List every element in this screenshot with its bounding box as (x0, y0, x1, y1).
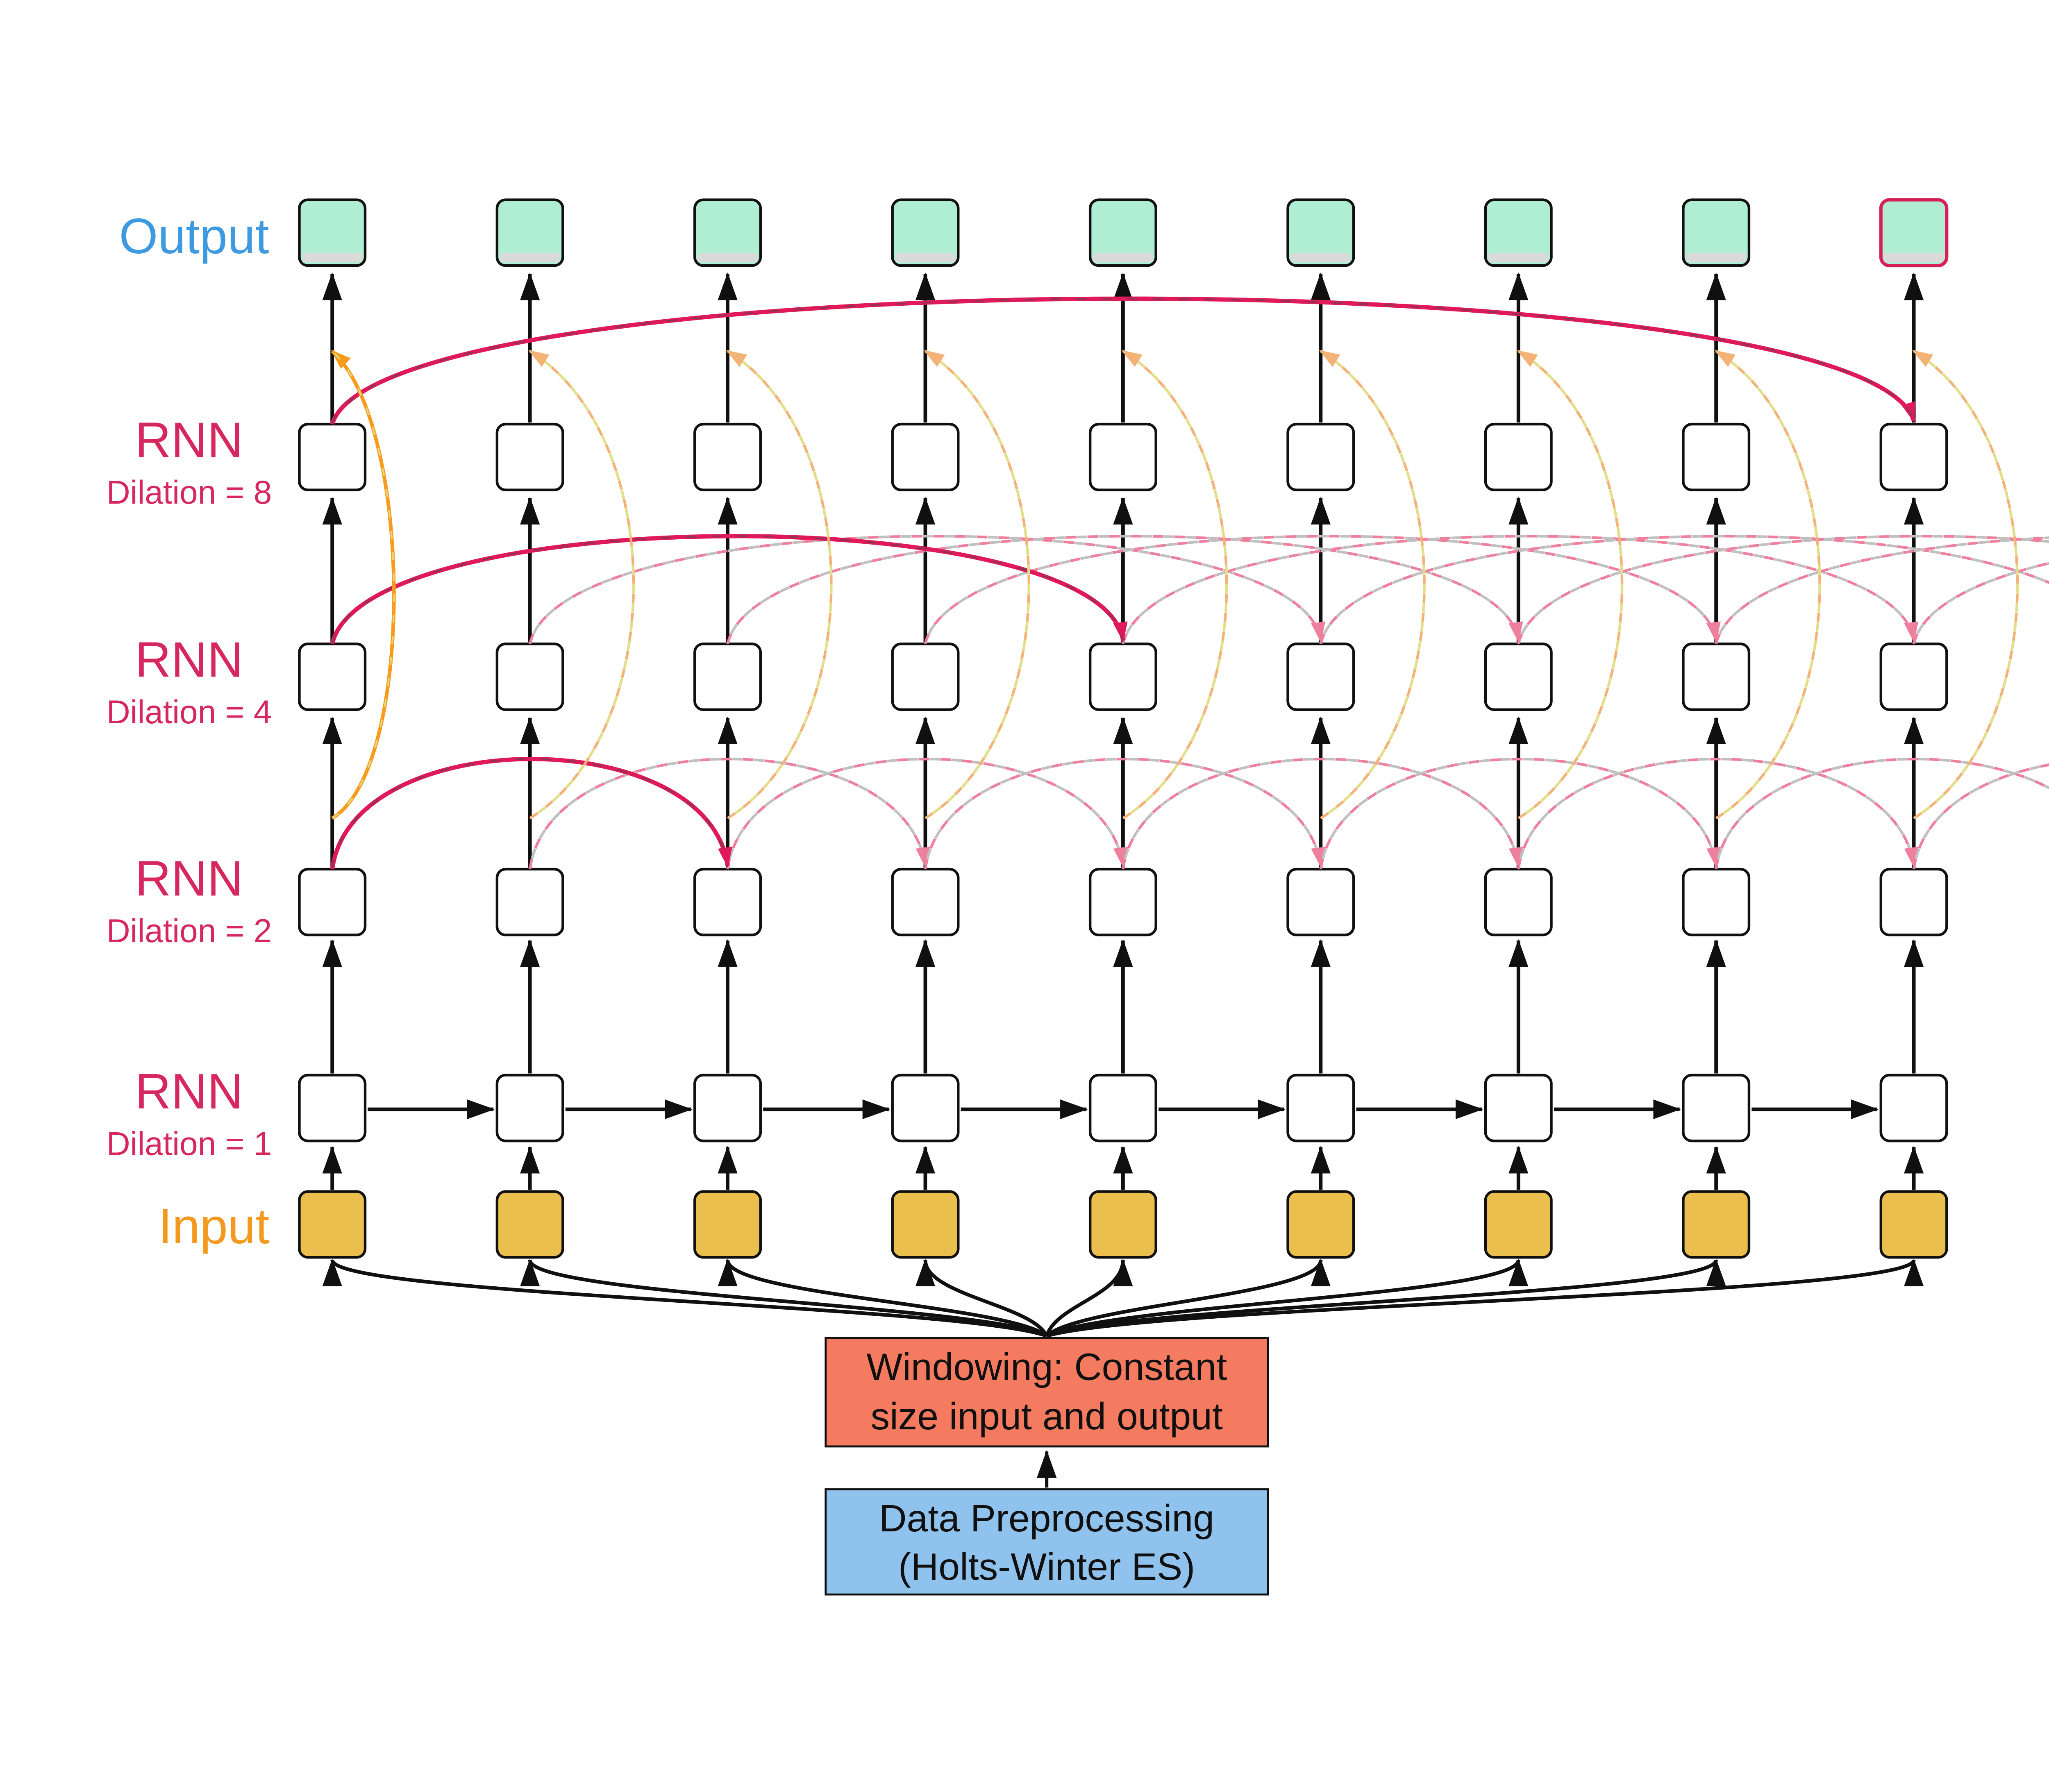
preprocessing-box-line1: Data Preprocessing (879, 1497, 1214, 1540)
skip-connections (331, 350, 2017, 820)
column-t3 (695, 200, 761, 1258)
fan-arrow-t2 (520, 1258, 1048, 1338)
d2-arc-solid (330, 756, 732, 870)
column-t6 (1288, 200, 1354, 1258)
fan-arrow-t3 (718, 1258, 1048, 1338)
preprocessing-box-line2: (Holts-Winter ES) (898, 1545, 1195, 1588)
fan-arrow-t1 (323, 1258, 1047, 1338)
rnn-d4-label: RNN (135, 632, 243, 688)
d4-arc-dashed (530, 536, 2049, 644)
column-t4 (893, 200, 959, 1258)
column-t8 (1683, 200, 1749, 1258)
d4-recurrent-arcs (330, 534, 2049, 644)
rnn-d1-label: RNN (135, 1063, 243, 1119)
skip-dashed (530, 351, 2017, 818)
network-grid (299, 200, 1947, 1258)
pipeline: Windowing: Constant size input and outpu… (825, 1337, 1269, 1596)
fan-arrow-t5 (1045, 1258, 1133, 1337)
rnn-d8-label: RNN (135, 412, 243, 468)
fan-arrow-t9 (1046, 1258, 1923, 1338)
rnn-d2-dilation-label: Dilation = 2 (107, 913, 272, 949)
d2-recurrent-arcs (330, 756, 2049, 870)
column-t7 (1486, 200, 1552, 1258)
windowing-box (825, 1337, 1269, 1448)
d2-arc-dashed (530, 759, 2049, 869)
fan-arrow-t6 (1045, 1258, 1331, 1338)
skip-solid-overlay (332, 350, 395, 819)
rnn-d8-dilation-label: Dilation = 8 (107, 474, 272, 511)
preprocessing-box (825, 1488, 1269, 1596)
rnn-d4-dilation-label: Dilation = 4 (107, 694, 272, 731)
d8-arc-overlay (331, 298, 1915, 425)
d8-recurrent-arc (330, 296, 1916, 425)
rnn-d1-dilation-label: Dilation = 1 (107, 1125, 272, 1162)
output-cell-highlight (1879, 198, 1949, 268)
fan-arrow-t8 (1046, 1258, 1726, 1338)
rnn-d2-label: RNN (135, 851, 243, 906)
windowing-box-line1: Windowing: Constant (866, 1346, 1227, 1388)
column-t5 (1090, 200, 1156, 1258)
column-t1 (299, 200, 365, 1258)
output-row-label: Output (119, 208, 269, 264)
fan-arrow-t4 (915, 1258, 1049, 1337)
windowing-box-line2: size input and output (871, 1395, 1223, 1438)
fan-arrow-t7 (1046, 1258, 1528, 1338)
column-t9 (1881, 200, 1947, 1258)
row-labels: Output RNN Dilation = 8 RNN Dilation = 4… (107, 208, 272, 1254)
skip-solid (331, 350, 396, 820)
input-row-label: Input (158, 1198, 269, 1254)
windowing-fan (323, 1258, 1923, 1338)
column-t2 (497, 200, 563, 1258)
